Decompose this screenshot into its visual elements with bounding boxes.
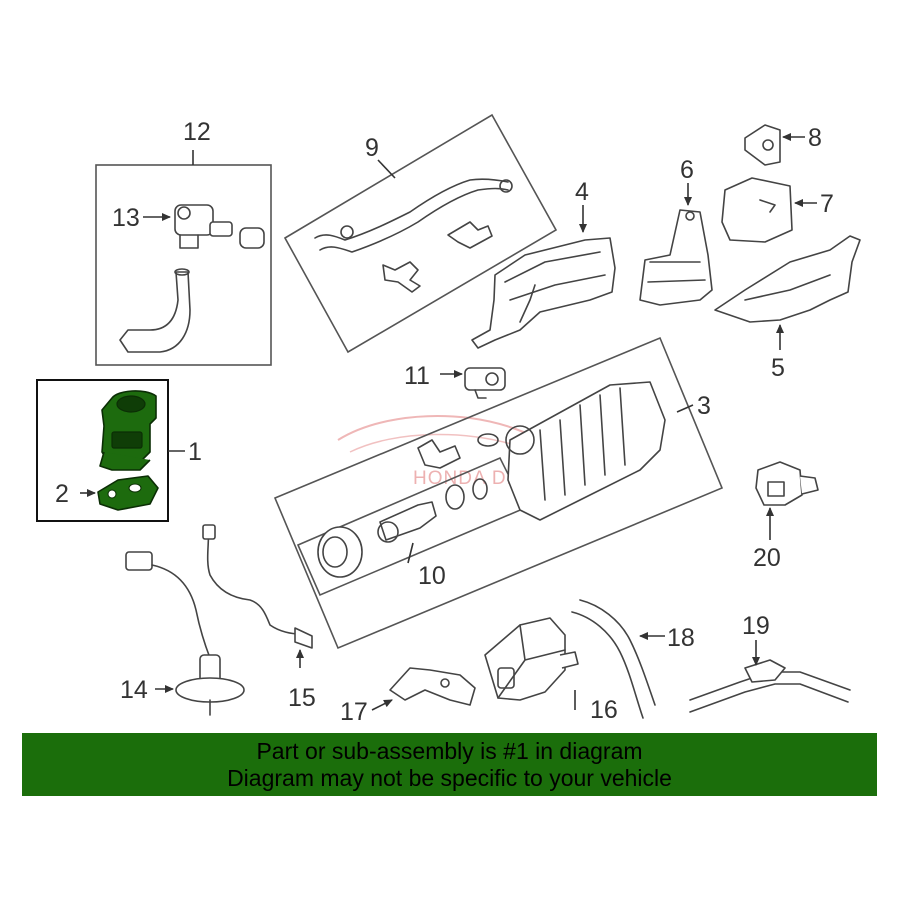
callout-5: 5 bbox=[771, 354, 785, 382]
callout-2: 2 bbox=[55, 480, 69, 508]
part-5-shield[interactable] bbox=[714, 235, 861, 323]
part-3-seal[interactable] bbox=[477, 433, 499, 447]
callout-4: 4 bbox=[575, 178, 589, 206]
part-19-pipe[interactable] bbox=[689, 659, 851, 713]
group-9 bbox=[283, 113, 558, 354]
group-1 bbox=[36, 379, 185, 522]
callout-1: 1 bbox=[188, 438, 202, 466]
group-3-frame bbox=[273, 336, 724, 650]
part-2-gasket[interactable] bbox=[97, 475, 159, 511]
callout-19: 19 bbox=[742, 612, 770, 640]
callout-12: 12 bbox=[183, 118, 211, 146]
part-16-canister[interactable] bbox=[484, 617, 579, 701]
part-13-valve[interactable] bbox=[174, 204, 265, 249]
group-9-frame bbox=[283, 113, 558, 354]
callout-10: 10 bbox=[418, 562, 446, 590]
part-3-clip[interactable] bbox=[417, 439, 461, 469]
part-18-hose[interactable] bbox=[571, 599, 656, 719]
callout-14: 14 bbox=[120, 676, 148, 704]
group-3 bbox=[273, 336, 724, 650]
part-3-canister[interactable] bbox=[505, 381, 666, 521]
callout-15: 15 bbox=[288, 684, 316, 712]
callout-8: 8 bbox=[808, 124, 822, 152]
callout-20: 20 bbox=[753, 544, 781, 572]
callout-18: 18 bbox=[667, 624, 695, 652]
part-20-connector[interactable] bbox=[755, 461, 819, 506]
part-14-sensor[interactable] bbox=[125, 551, 245, 716]
part-4-cover[interactable] bbox=[471, 237, 616, 349]
callout-16: 16 bbox=[590, 696, 618, 724]
callout-13: 13 bbox=[112, 204, 140, 232]
callout-7: 7 bbox=[820, 190, 834, 218]
callout-9: 9 bbox=[365, 134, 379, 162]
group-12 bbox=[95, 150, 272, 366]
part-8-bracket[interactable] bbox=[744, 124, 781, 166]
part-10-valve[interactable] bbox=[317, 478, 488, 578]
banner-line-2: Diagram may not be specific to your vehi… bbox=[227, 765, 672, 791]
part-7-cover[interactable] bbox=[721, 177, 793, 243]
callout-17: 17 bbox=[340, 698, 368, 726]
part-17-bracket[interactable] bbox=[389, 667, 476, 706]
callout-6: 6 bbox=[680, 156, 694, 184]
callout-11: 11 bbox=[404, 362, 430, 390]
banner-line-1: Part or sub-assembly is #1 in diagram bbox=[256, 738, 643, 764]
part-12-hose[interactable] bbox=[119, 268, 191, 353]
part-1-egr-valve[interactable] bbox=[99, 390, 157, 471]
part-11-sensor[interactable] bbox=[464, 367, 506, 399]
group-12-frame bbox=[95, 164, 272, 366]
callout-3: 3 bbox=[697, 392, 711, 420]
part-9-pipe[interactable] bbox=[314, 178, 513, 293]
part-15-sensor[interactable] bbox=[202, 524, 313, 649]
part-6-bracket[interactable] bbox=[639, 209, 713, 306]
info-banner: Part or sub-assembly is #1 in diagram Di… bbox=[22, 733, 877, 796]
